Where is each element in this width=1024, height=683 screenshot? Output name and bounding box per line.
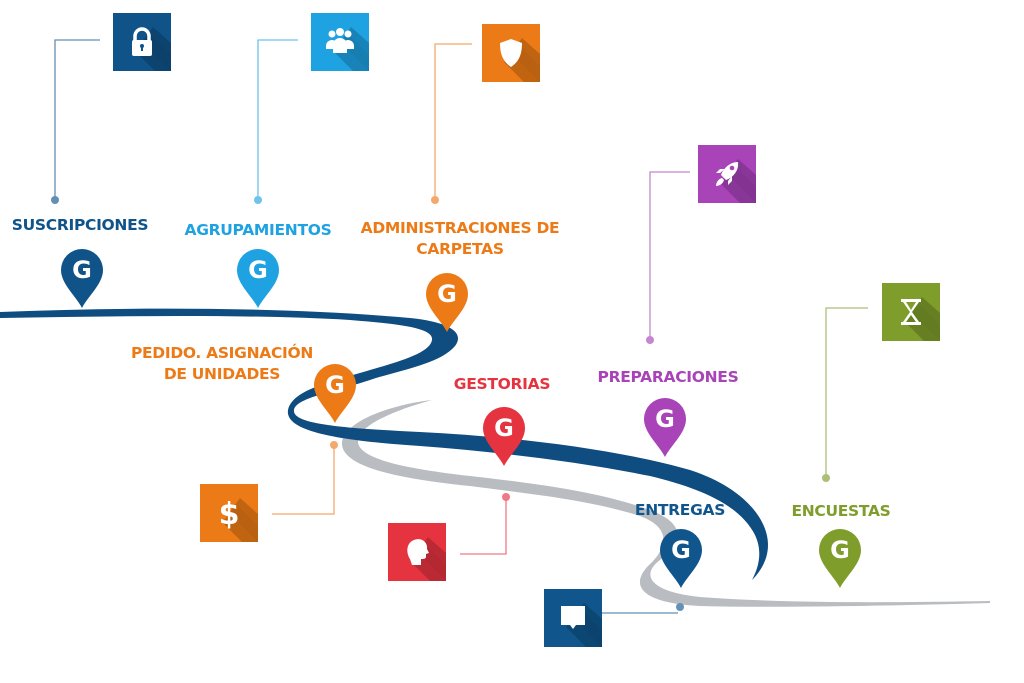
stage-label-agrupamientos: AGRUPAMIENTOS xyxy=(185,220,332,241)
connector-dot-encuestas xyxy=(822,474,830,482)
stage-label-line: DE UNIDADES xyxy=(163,365,281,383)
connector-dot-suscripciones xyxy=(51,196,59,204)
icon-tile-agrupamientos[interactable] xyxy=(311,13,369,71)
connector-dot-gestorias xyxy=(502,493,510,501)
connector-dot-agrupamientos xyxy=(254,196,262,204)
stage-label-pedido: PEDIDO. ASIGNACIÓN DE UNIDADES xyxy=(131,343,313,385)
connector-line-suscripciones xyxy=(54,39,100,200)
stage-label-line: GESTORIAS xyxy=(453,375,551,393)
map-pin-administraciones[interactable]: G xyxy=(424,272,470,334)
stage-label-encuestas: ENCUESTAS xyxy=(791,501,890,522)
connector-dot-pedido xyxy=(330,441,338,449)
connector-line-agrupamientos xyxy=(257,39,298,200)
map-pin-icon xyxy=(660,529,702,588)
map-pin-gestorias[interactable]: G xyxy=(481,406,527,468)
pin-glyph: G xyxy=(325,371,345,399)
speech-bubble-icon xyxy=(544,589,602,647)
pin-glyph: G xyxy=(830,536,850,564)
stage-label-line: ENTREGAS xyxy=(634,501,726,519)
pin-glyph: G xyxy=(671,536,691,564)
map-pin-icon xyxy=(644,398,686,457)
stage-label-line: PREPARACIONES xyxy=(597,368,739,386)
pin-glyph: G xyxy=(655,405,675,433)
pin-glyph: G xyxy=(72,256,92,284)
lock-icon xyxy=(113,13,171,71)
connector-line-administraciones xyxy=(434,43,472,200)
stage-label-line: PEDIDO. ASIGNACIÓN xyxy=(130,344,314,362)
pin-glyph: G xyxy=(437,280,457,308)
pin-glyph: G xyxy=(248,256,268,284)
map-pin-icon xyxy=(237,249,279,308)
map-pin-icon xyxy=(314,364,356,423)
stage-label-line: ENCUESTAS xyxy=(791,502,891,520)
svg-text:$: $ xyxy=(219,497,240,532)
icon-tile-encuestas[interactable] xyxy=(882,283,940,341)
stage-label-administraciones: ADMINISTRACIONES DE CARPETAS xyxy=(361,218,560,260)
icon-tile-preparaciones[interactable] xyxy=(698,145,756,203)
map-pin-entregas[interactable]: G xyxy=(658,528,704,590)
map-pin-icon xyxy=(819,529,861,588)
connector-line-pedido xyxy=(272,445,335,515)
map-pin-agrupamientos[interactable]: G xyxy=(235,248,281,310)
pin-glyph: G xyxy=(494,414,514,442)
connector-dot-administraciones xyxy=(431,196,439,204)
map-pin-encuestas[interactable]: G xyxy=(817,528,863,590)
connector-line-preparaciones xyxy=(649,171,690,340)
map-pin-icon xyxy=(61,249,103,308)
hourglass-icon xyxy=(882,283,940,341)
people-group-icon xyxy=(311,13,369,71)
stage-label-suscripciones: SUSCRIPCIONES xyxy=(12,215,149,236)
stage-label-gestorias: GESTORIAS xyxy=(453,374,551,395)
icon-tile-administraciones[interactable] xyxy=(482,24,540,82)
shield-icon xyxy=(482,24,540,82)
stage-label-line: SUSCRIPCIONES xyxy=(11,216,149,234)
icon-tile-gestorias[interactable] xyxy=(388,523,446,581)
stage-label-line: ADMINISTRACIONES DE xyxy=(360,219,560,237)
connector-dot-preparaciones xyxy=(646,336,654,344)
map-pin-pedido[interactable]: G xyxy=(312,363,358,425)
icon-tile-pedido[interactable]: $ xyxy=(200,484,258,542)
dollar-icon: $ xyxy=(200,484,258,542)
icon-tile-suscripciones[interactable] xyxy=(113,13,171,71)
connector-line-encuestas xyxy=(825,307,868,478)
map-pin-icon xyxy=(426,273,468,332)
head-profile-icon xyxy=(388,523,446,581)
connector-dot-entregas xyxy=(676,603,684,611)
map-pin-suscripciones[interactable]: G xyxy=(59,248,105,310)
map-pin-icon xyxy=(483,407,525,466)
map-pin-preparaciones[interactable]: G xyxy=(642,397,688,459)
stage-label-line: CARPETAS xyxy=(416,240,504,258)
icon-tile-entregas[interactable] xyxy=(544,589,602,647)
rocket-icon xyxy=(698,145,756,203)
stage-label-preparaciones: PREPARACIONES xyxy=(598,367,739,388)
stage-label-entregas: ENTREGAS xyxy=(635,500,725,521)
stage-label-line: AGRUPAMIENTOS xyxy=(184,221,332,239)
connector-line-gestorias xyxy=(460,497,507,555)
